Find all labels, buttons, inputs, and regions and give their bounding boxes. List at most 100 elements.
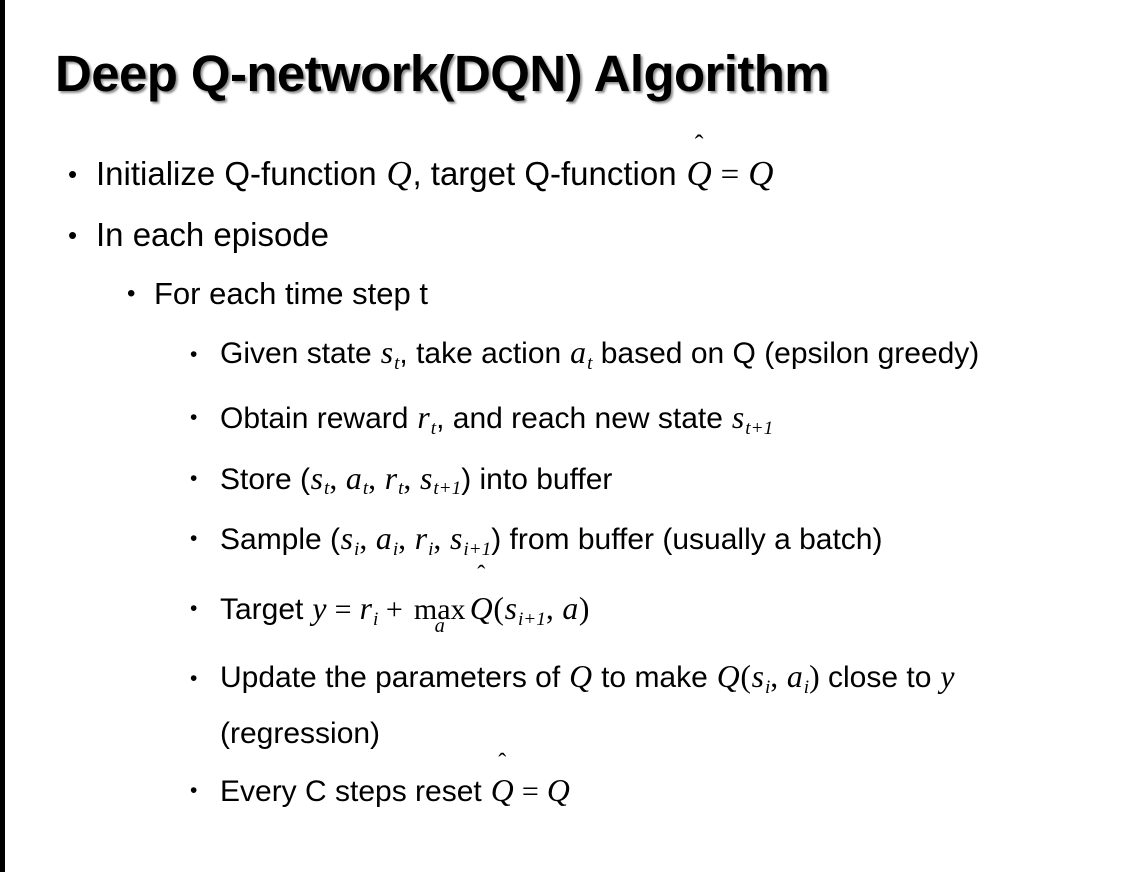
math-var-s: s <box>419 460 433 496</box>
math-var-a: a <box>786 658 803 694</box>
bullet-reset-target-network-text: Every C steps reset ̂Q = Q <box>220 763 1124 820</box>
bullet-point-icon: • <box>68 159 78 189</box>
math-var-a: a <box>562 591 579 626</box>
bullet-store-transition: • Store (st, at, rt, st+1) into buffer <box>0 454 1124 515</box>
math-subscript-t: t <box>398 478 404 500</box>
math-var-s: s <box>449 521 463 557</box>
math-paren-open: ( <box>740 658 751 694</box>
bullet-for-each-time-step: • For each time step t <box>0 265 1124 322</box>
math-subscript-t-plus-1: t+1 <box>433 478 462 500</box>
math-operator-equals: = <box>514 774 547 808</box>
bullet-update-parameters: • Update the parameters of Q to make Q(s… <box>0 654 1124 757</box>
text-obtain-reward-mid: , and reach new state <box>436 401 732 435</box>
bullet-point-icon: • <box>190 666 198 690</box>
math-operator-plus: + <box>378 593 411 626</box>
bullet-store-transition-text: Store (st, at, rt, st+1) into buffer <box>220 454 1124 515</box>
text-update-post: close to <box>819 660 940 694</box>
math-var-a: a <box>345 460 362 496</box>
math-var-q-hat: ̂Q <box>490 763 514 820</box>
text-update-mid: to make <box>592 660 717 694</box>
math-subscript-t: t <box>587 352 593 374</box>
text-update-tail: (regression) <box>220 716 381 750</box>
text-given-state-pre: Given state <box>220 337 381 370</box>
math-var-r: r <box>414 521 428 557</box>
math-subscript-i: i <box>354 539 360 560</box>
math-var-s: s <box>340 521 354 557</box>
text-obtain-reward-pre: Obtain reward <box>220 401 417 435</box>
text-store-post: ) into buffer <box>461 462 613 496</box>
math-operator-max-subscript: a <box>434 614 445 637</box>
text-every-c-steps-pre: Every C steps reset <box>220 774 491 808</box>
math-var-q: Q <box>546 772 570 808</box>
math-comma: , <box>329 460 346 496</box>
bullet-given-state: • Given state st, take action at based o… <box>0 330 1124 387</box>
bullet-sample-batch-text: Sample (si, ai, ri, si+1) from buffer (u… <box>220 514 1124 575</box>
math-subscript-t: t <box>430 417 437 439</box>
text-initialize-pre: Initialize Q-function <box>96 155 386 192</box>
bullet-point-icon: • <box>190 597 198 620</box>
math-subscript-i: i <box>428 539 434 560</box>
page-title: Deep Q-network(DQN) Algorithm <box>55 45 830 102</box>
math-var-a: a <box>570 335 587 370</box>
math-paren-close: ) <box>809 658 820 694</box>
bullet-reset-target-network: • Every C steps reset ̂Q = Q <box>0 763 1124 820</box>
math-comma: , <box>359 521 376 557</box>
math-var-s: s <box>380 335 394 370</box>
bullet-point-icon: • <box>190 405 198 429</box>
math-var-q-hat-base: Q <box>490 772 514 808</box>
text-target-pre: Target <box>220 593 312 626</box>
math-subscript-t: t <box>394 352 400 374</box>
bullet-in-each-episode: • In each episode <box>0 205 1124 265</box>
math-var-q-function: Q <box>716 658 740 694</box>
math-var-q-hat: ̂Q <box>469 575 493 644</box>
spacer <box>0 322 1124 330</box>
math-var-r: r <box>359 591 373 626</box>
math-var-q-hat: ̂Q <box>686 144 713 204</box>
math-subscript-i: i <box>764 676 771 698</box>
math-subscript-i: i <box>803 676 810 698</box>
math-var-r: r <box>417 399 430 435</box>
math-var-y: y <box>312 591 327 626</box>
bullet-for-each-time-step-text: For each time step t <box>154 276 428 311</box>
slide-body: • Initialize Q-function Q, target Q-func… <box>0 144 1124 820</box>
math-comma: , <box>770 658 787 694</box>
math-var-q: Q <box>569 658 593 694</box>
math-operator-equals: = <box>712 157 748 193</box>
math-var-y: y <box>940 658 955 694</box>
bullet-initialize-q-function: • Initialize Q-function Q, target Q-func… <box>0 144 1124 205</box>
math-var-q: Q <box>386 154 412 193</box>
math-var-q-hat-base: Q <box>469 591 493 626</box>
bullet-point-icon: • <box>127 280 136 307</box>
bullet-given-state-text: Given state st, take action at based on … <box>220 330 1124 387</box>
bullet-point-icon: • <box>190 778 198 802</box>
slide-left-edge-rule <box>0 0 5 872</box>
math-var-s: s <box>751 658 764 694</box>
bullet-obtain-reward-text: Obtain reward rt, and reach new state st… <box>220 393 1124 454</box>
text-sample-post: ) from buffer (usually a batch) <box>491 523 883 557</box>
math-var-s: s <box>731 399 745 435</box>
bullet-point-icon: • <box>190 527 198 551</box>
math-subscript-i: i <box>373 608 379 630</box>
math-subscript-i-plus-1: i+1 <box>517 608 546 630</box>
math-var-q-rhs: Q <box>748 154 774 193</box>
bullet-point-icon: • <box>190 343 198 366</box>
text-initialize-mid: , target Q-function <box>412 155 686 192</box>
math-operator-max-label: max <box>413 593 466 626</box>
math-comma: , <box>368 460 385 496</box>
bullet-in-each-episode-text: In each episode <box>96 216 330 253</box>
math-var-q-hat-base: Q <box>686 154 712 193</box>
math-operator-equals: = <box>327 593 360 626</box>
bullet-point-icon: • <box>190 466 198 490</box>
math-comma: , <box>433 521 450 557</box>
text-given-state-post: based on Q (epsilon greedy) <box>592 337 980 370</box>
text-update-pre: Update the parameters of <box>220 660 569 694</box>
text-sample-pre: Sample ( <box>220 523 341 557</box>
math-var-s: s <box>310 460 324 496</box>
bullet-point-icon: • <box>68 220 78 250</box>
text-given-state-mid: , take action <box>399 337 570 370</box>
bullet-target-equation-text: Target y = ri + maxâQ(si+1, a) <box>220 575 1124 654</box>
bullet-initialize-q-function-text: Initialize Q-function Q, target Q-functi… <box>96 144 1124 205</box>
bullet-sample-batch: • Sample (si, ai, ri, si+1) from buffer … <box>0 514 1124 575</box>
math-paren-close: ) <box>578 591 590 626</box>
